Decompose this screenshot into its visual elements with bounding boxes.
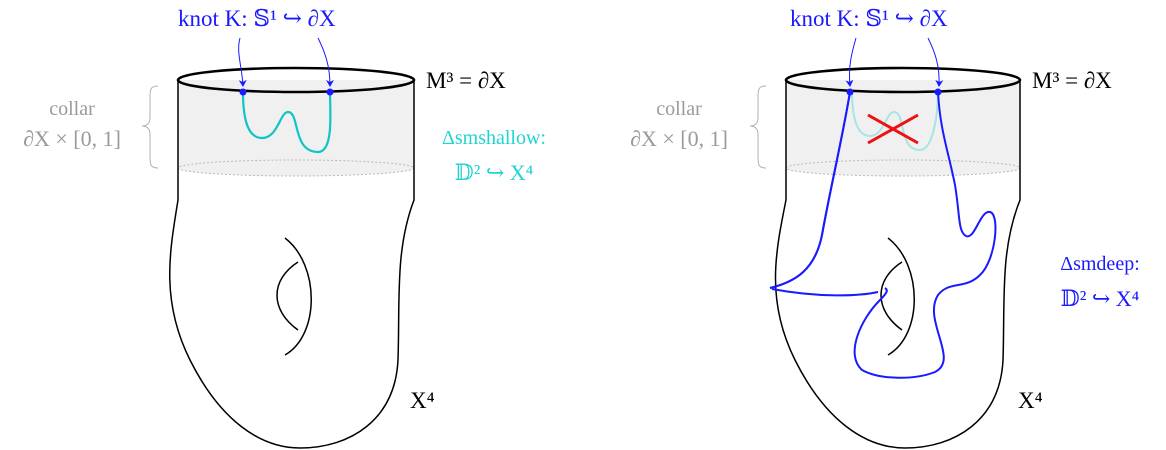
left-knot-point-1 xyxy=(239,88,247,96)
right-knot-arrow-1 xyxy=(845,37,857,87)
left-body-outline xyxy=(169,80,415,449)
right-manifold-label: X⁴ xyxy=(1018,388,1043,413)
right-disk-label-1: Δsmdeep: xyxy=(1060,253,1140,275)
right-deep-disk-front xyxy=(769,91,851,289)
right-body-outline xyxy=(774,80,1021,449)
left-disk-label-1: Δsmshallow: xyxy=(442,127,546,149)
right-handle-inner xyxy=(880,261,903,331)
right-deep-disk-hidden xyxy=(771,288,881,296)
right-boundary-ellipse xyxy=(784,66,1022,94)
right-collar-label-1: collar xyxy=(656,98,702,120)
right-disk-label-2: 𝔻² ↪ X⁴ xyxy=(1061,286,1140,311)
right-boundary-label: M³ = ∂X xyxy=(1032,68,1112,93)
left-boundary-label: M³ = ∂X xyxy=(426,68,506,93)
left-manifold-label: X⁴ xyxy=(410,388,435,413)
right-handle-outer xyxy=(887,237,915,356)
left-shallow-disk xyxy=(241,91,332,154)
right-panel: knot K: 𝕊¹ ↪ ∂X M³ = ∂X collar ∂X × [0, … xyxy=(630,6,1140,449)
right-knot-point-2 xyxy=(934,88,942,96)
right-knot-arrow-2 xyxy=(927,37,944,87)
right-knot-label: knot K: 𝕊¹ ↪ ∂X xyxy=(790,6,948,31)
right-cross-mark-b xyxy=(867,113,919,145)
right-knot-point-1 xyxy=(846,88,854,96)
left-boundary-ellipse xyxy=(176,66,416,94)
left-collar-brace xyxy=(141,85,159,169)
left-collar-label-1: collar xyxy=(49,98,95,120)
left-handle-inner xyxy=(276,261,299,331)
left-knot-point-2 xyxy=(326,88,334,96)
right-collar-label-2: ∂X × [0, 1] xyxy=(630,126,728,151)
left-knot-arrow-1 xyxy=(238,37,247,87)
left-knot-arrow-2 xyxy=(317,37,334,87)
left-panel: knot K: 𝕊¹ ↪ ∂X M³ = ∂X collar ∂X × [0, … xyxy=(23,6,546,449)
left-handle-outer xyxy=(284,237,312,356)
right-faded-shallow-disk xyxy=(851,91,939,152)
left-knot-label: knot K: 𝕊¹ ↪ ∂X xyxy=(178,6,336,31)
left-disk-label-2: 𝔻² ↪ X⁴ xyxy=(455,160,534,185)
right-collar-brace xyxy=(749,85,767,169)
left-collar-label-2: ∂X × [0, 1] xyxy=(23,126,121,151)
right-deep-disk-back xyxy=(853,91,997,379)
